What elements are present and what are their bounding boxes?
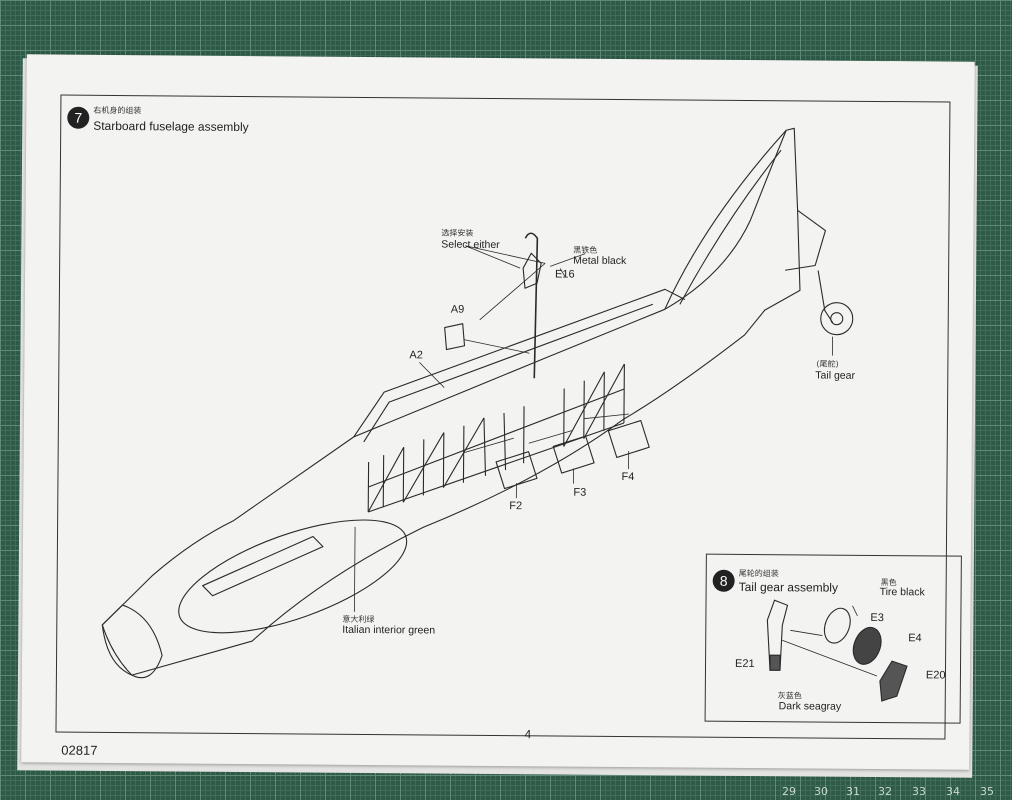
mat-number: 35 — [980, 785, 994, 798]
part-e20-label: E20 — [925, 669, 946, 682]
fork-e20 — [879, 660, 908, 702]
part-f3-label: F3 — [573, 486, 587, 499]
leader-lines — [419, 245, 630, 499]
part-f3-panel — [552, 435, 595, 474]
part-f4-label: F4 — [621, 470, 635, 484]
tail-gear-cn: (尾舵) — [816, 359, 839, 369]
inset-leaders — [782, 605, 878, 677]
step-8-badge: 8 — [712, 569, 735, 592]
fin-inner — [679, 149, 782, 305]
tail-wheel-hub — [830, 312, 844, 326]
select-either-cn: 选择安装 — [441, 228, 474, 238]
rail-inner — [363, 303, 654, 443]
part-e16-label: E16 — [555, 268, 575, 281]
mat-number: 34 — [946, 785, 960, 798]
fuselage-outline — [101, 127, 801, 676]
part-f4-panel — [607, 420, 650, 459]
fuselage-drawing — [101, 127, 908, 702]
part-f2-panel — [495, 451, 538, 490]
part-f2-label: F2 — [509, 500, 523, 513]
interior-leader — [354, 526, 356, 612]
kit-code: 02817 — [61, 742, 98, 758]
tail-gear-leg — [817, 270, 834, 323]
dark-seagray-label: Dark seagray — [778, 700, 842, 713]
step-8-title-cn: 尾轮的组装 — [738, 568, 779, 579]
part-a9-label: A9 — [450, 303, 465, 316]
metal-black-label: Metal black — [573, 254, 627, 268]
rudder-post — [785, 209, 826, 271]
nose-ring — [101, 604, 163, 679]
control-stick-detail — [522, 252, 542, 289]
mat-number: 32 — [878, 785, 892, 798]
control-column — [524, 232, 539, 379]
tire-e4 — [852, 626, 882, 665]
strut-e21-shaded — [769, 654, 781, 671]
floor-board — [202, 536, 324, 597]
tail-wheel — [820, 302, 854, 336]
mat-ruler-numbers: 29 30 31 32 33 34 35 — [782, 778, 1012, 800]
page-number: 4 — [524, 727, 532, 742]
cockpit-rail — [353, 288, 686, 438]
tire-black-label: Tire black — [879, 586, 925, 599]
hub-e3 — [823, 607, 851, 644]
part-e3-label: E3 — [870, 611, 884, 625]
tail-gear-label: Tail gear — [815, 369, 856, 382]
fin-outline — [664, 129, 787, 310]
mat-number: 33 — [912, 785, 926, 798]
select-either-label: Select either — [441, 238, 500, 252]
step-8-title: Tail gear assembly — [738, 579, 839, 595]
mat-number: 31 — [846, 785, 860, 798]
part-e21-label: E21 — [734, 657, 755, 671]
instruction-sheet: 7 右机身的组装 Starboard fuselage assembly — [21, 54, 975, 770]
mat-number: 29 — [782, 785, 796, 798]
wing-root-oval — [178, 519, 408, 634]
mat-number: 30 — [814, 785, 828, 798]
part-a2-label: A2 — [409, 349, 423, 362]
part-e4-label: E4 — [908, 632, 922, 645]
interior-green-label: Italian interior green — [342, 623, 436, 637]
part-a9-panel — [444, 323, 466, 351]
frame-longeron — [368, 388, 625, 488]
